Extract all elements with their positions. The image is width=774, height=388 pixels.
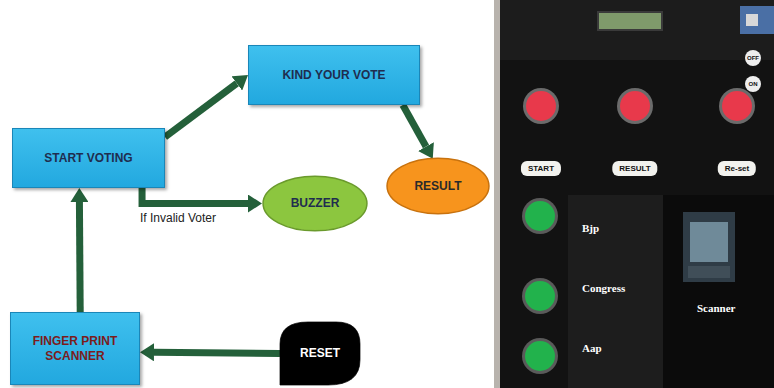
alarm-ellipse: BUZZER bbox=[262, 175, 368, 232]
button-rim bbox=[523, 88, 559, 124]
node-text: FINGER PRINT SCANNER bbox=[21, 334, 129, 364]
scanner-glass bbox=[690, 222, 728, 262]
input-box: FINGER PRINT SCANNER bbox=[10, 312, 140, 385]
node-text: BUZZER bbox=[291, 196, 340, 211]
green-button bbox=[525, 341, 555, 371]
scanner-base bbox=[688, 266, 730, 278]
green-button bbox=[525, 201, 555, 231]
button-rim bbox=[522, 278, 558, 314]
photo-background bbox=[494, 0, 774, 388]
switch-module bbox=[740, 6, 774, 34]
node-text: RESET bbox=[300, 346, 340, 361]
board-sheen bbox=[500, 0, 774, 60]
scanner-label: Scanner bbox=[697, 302, 736, 314]
reset-shape: RESET bbox=[280, 322, 360, 385]
node-text: RESULT bbox=[414, 179, 461, 194]
ellipse-shape bbox=[263, 176, 367, 231]
party-panel bbox=[568, 195, 663, 388]
edge-label: If Invalid Voter bbox=[138, 211, 218, 225]
process-box: START VOTING bbox=[12, 128, 165, 188]
flow-arrow bbox=[76, 202, 84, 312]
scanner-body bbox=[683, 212, 735, 282]
button-label: START bbox=[521, 161, 561, 176]
node-text: KIND YOUR VOTE bbox=[282, 68, 385, 83]
party-label: Bjp bbox=[582, 222, 599, 234]
red-button bbox=[620, 91, 650, 121]
green-button bbox=[525, 281, 555, 311]
ellipse-shape bbox=[387, 158, 489, 214]
button-rim bbox=[522, 198, 558, 234]
button-rim bbox=[719, 88, 755, 124]
switch-knob bbox=[746, 14, 758, 26]
process-box: KIND YOUR VOTE bbox=[248, 45, 420, 105]
leaf-shape bbox=[280, 322, 360, 385]
red-button bbox=[722, 91, 752, 121]
flow-arrow bbox=[154, 352, 280, 353]
party-label: Congress bbox=[582, 282, 625, 294]
scanner-panel bbox=[663, 195, 774, 388]
lcd-screen bbox=[598, 12, 662, 30]
party-label: Aap bbox=[582, 342, 602, 354]
node-text: START VOTING bbox=[44, 151, 132, 166]
switch-label: OFF bbox=[745, 50, 761, 66]
result-ellipse: RESULT bbox=[386, 157, 490, 215]
button-rim bbox=[617, 88, 653, 124]
switch-label: ON bbox=[745, 76, 761, 92]
flow-arrow bbox=[165, 83, 237, 137]
button-label: Re-set bbox=[718, 161, 756, 176]
button-rim bbox=[522, 338, 558, 374]
flow-arrow bbox=[142, 188, 248, 204]
red-button bbox=[526, 91, 556, 121]
button-label: RESULT bbox=[612, 161, 657, 176]
device-board bbox=[500, 0, 774, 388]
flow-arrow bbox=[403, 105, 426, 147]
